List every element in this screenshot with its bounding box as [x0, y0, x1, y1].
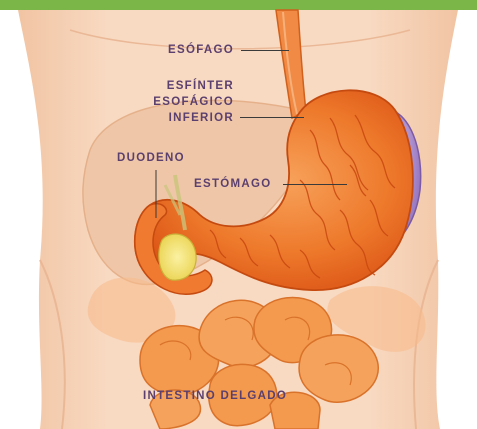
label-esfinter-line3: INFERIOR: [150, 110, 234, 126]
label-intestino-delgado: INTESTINO DELGADO: [143, 388, 287, 404]
gallbladder-shape: [159, 234, 196, 280]
label-estomago: ESTÓMAGO: [194, 176, 272, 192]
leader-esfinter: [240, 117, 304, 118]
label-esofago: ESÓFAGO: [150, 42, 234, 58]
leader-estomago: [283, 184, 347, 185]
leader-esofago: [241, 50, 289, 51]
label-duodeno: DUODENO: [117, 150, 185, 166]
label-esfinter-line2: ESOFÁGICO: [140, 94, 234, 110]
label-esfinter-line1: ESFÍNTER: [150, 78, 234, 94]
